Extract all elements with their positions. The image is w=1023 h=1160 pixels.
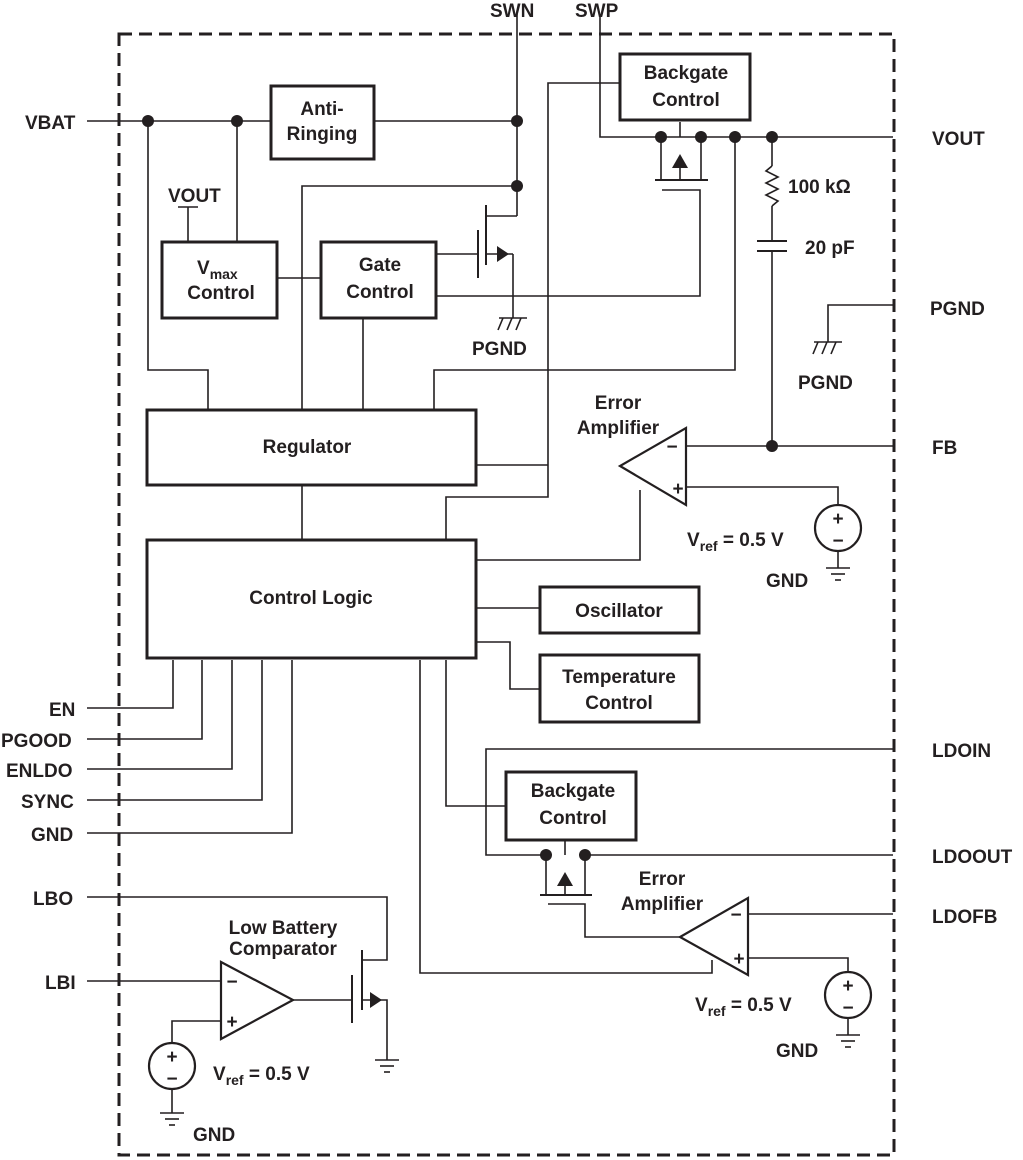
ground-icon bbox=[836, 1034, 860, 1048]
capacitor-label: 20 pF bbox=[805, 238, 855, 259]
backgate-top-label-1: Backgate bbox=[644, 63, 729, 84]
pin-ldoout: LDOOUT bbox=[932, 847, 1013, 868]
error-amp-ldo-label-1: Error bbox=[639, 869, 686, 890]
pin-pgood: PGOOD bbox=[1, 731, 72, 752]
wiring bbox=[87, 14, 893, 1113]
nmos-arrow-icon bbox=[497, 246, 509, 262]
backgate-ldo-label-1: Backgate bbox=[531, 781, 616, 802]
plus-sign: + bbox=[842, 976, 853, 997]
pin-vout: VOUT bbox=[932, 129, 985, 150]
minus-sign: − bbox=[730, 905, 741, 926]
pin-ldofb: LDOFB bbox=[932, 907, 997, 928]
vref-label-ldo: Vref = 0.5 V bbox=[695, 995, 792, 1019]
ground-icon bbox=[826, 567, 850, 581]
gate-control-label-1: Gate bbox=[359, 255, 401, 276]
vref-label-top: Vref = 0.5 V bbox=[687, 530, 784, 554]
gnd-ref-label-3: GND bbox=[193, 1125, 235, 1146]
pin-fb: FB bbox=[932, 438, 957, 459]
plus-sign: + bbox=[226, 1012, 237, 1033]
pgnd-right-icon bbox=[812, 341, 842, 355]
plus-sign: + bbox=[832, 509, 843, 530]
error-amplifier-top bbox=[617, 426, 688, 507]
pin-gnd: GND bbox=[31, 825, 73, 846]
pin-ldoin: LDOIN bbox=[932, 741, 991, 762]
regulator-label: Regulator bbox=[263, 437, 352, 458]
error-amp-top-label-2: Amplifier bbox=[577, 418, 660, 439]
pin-enldo: ENLDO bbox=[6, 761, 73, 782]
plus-sign: + bbox=[733, 949, 744, 970]
pin-lbi: LBI bbox=[45, 973, 76, 994]
regulator-block bbox=[145, 408, 478, 487]
pin-sync: SYNC bbox=[21, 792, 74, 813]
vmax-label-2: Control bbox=[187, 283, 255, 304]
low-battery-comparator bbox=[219, 960, 296, 1041]
junction-dots bbox=[142, 115, 778, 861]
anti-ringing-label-2: Ringing bbox=[287, 124, 358, 145]
gate-control-label-2: Control bbox=[346, 282, 414, 303]
backgate-top-label-2: Control bbox=[652, 90, 720, 111]
error-amplifier-ldo bbox=[677, 896, 750, 977]
pin-swp: SWP bbox=[575, 1, 619, 22]
pgnd-right-label: PGND bbox=[798, 373, 853, 394]
pin-vbat: VBAT bbox=[25, 113, 76, 134]
temperature-control-block bbox=[538, 653, 701, 724]
pgnd-switch-icon bbox=[497, 317, 527, 331]
lb-comparator-label-2: Comparator bbox=[229, 939, 337, 960]
resistor-label: 100 kΩ bbox=[788, 177, 851, 198]
backgate-ldo-label-2: Control bbox=[539, 808, 607, 829]
oscillator-block bbox=[538, 585, 701, 635]
plus-sign: + bbox=[672, 479, 683, 500]
vref-source-icon bbox=[147, 1041, 197, 1091]
pin-swn: SWN bbox=[490, 1, 534, 22]
pin-lbo: LBO bbox=[33, 889, 73, 910]
body-diode-icon bbox=[672, 154, 688, 168]
vout-internal-label: VOUT bbox=[168, 186, 221, 207]
ground-icon bbox=[160, 1112, 184, 1126]
temperature-label-2: Control bbox=[585, 693, 653, 714]
minus-sign: − bbox=[166, 1069, 177, 1090]
vref-label-lb: Vref = 0.5 V bbox=[213, 1064, 310, 1088]
pin-pgnd: PGND bbox=[930, 299, 985, 320]
pgnd-switch-label: PGND bbox=[472, 339, 527, 360]
nmos-arrow-icon bbox=[370, 992, 382, 1008]
gnd-ref-label-2: GND bbox=[776, 1041, 818, 1062]
lb-comparator-label-1: Low Battery bbox=[229, 918, 338, 939]
minus-sign: − bbox=[832, 531, 843, 552]
vmax-control-block bbox=[160, 240, 279, 320]
vref-source-icon bbox=[823, 970, 873, 1020]
minus-sign: − bbox=[842, 998, 853, 1019]
body-diode-icon bbox=[557, 872, 573, 886]
temperature-label-1: Temperature bbox=[562, 667, 676, 688]
ground-symbols bbox=[160, 317, 860, 1126]
ground-icon bbox=[375, 1059, 399, 1073]
control-logic-label: Control Logic bbox=[249, 588, 373, 609]
plus-sign: + bbox=[166, 1047, 177, 1068]
pin-en: EN bbox=[49, 700, 75, 721]
oscillator-label: Oscillator bbox=[575, 601, 663, 622]
vref-source-icon bbox=[813, 503, 863, 553]
minus-sign: − bbox=[666, 437, 677, 458]
device-boundary bbox=[117, 32, 896, 1157]
gnd-ref-label-1: GND bbox=[766, 571, 808, 592]
control-logic-block bbox=[145, 538, 478, 660]
anti-ringing-block bbox=[269, 84, 376, 161]
gate-control-block bbox=[319, 240, 438, 320]
backgate-control-ldo-block bbox=[504, 770, 638, 842]
anti-ringing-label-1: Anti- bbox=[300, 99, 343, 120]
minus-sign: − bbox=[226, 972, 237, 993]
vmax-label: Vmax bbox=[197, 258, 238, 282]
error-amp-top-label-1: Error bbox=[595, 393, 642, 414]
backgate-control-top-block bbox=[618, 52, 752, 122]
error-amp-ldo-label-2: Amplifier bbox=[621, 894, 704, 915]
